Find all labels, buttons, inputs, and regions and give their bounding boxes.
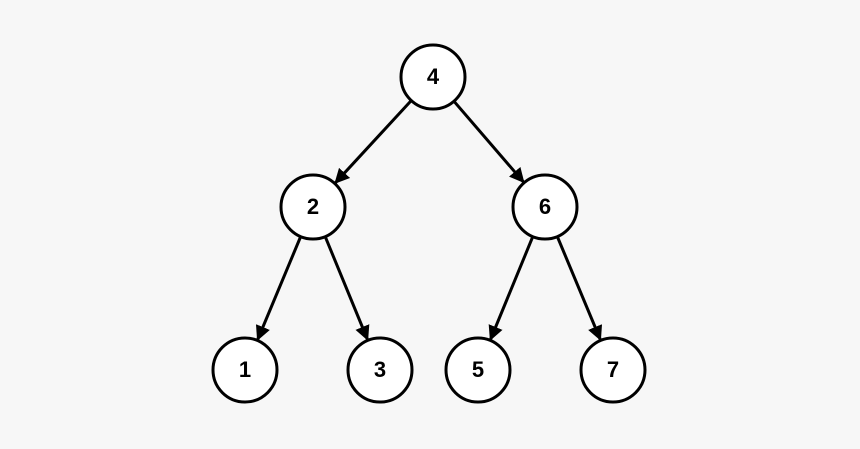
tree-node-2: 2: [279, 173, 347, 241]
edge-arrow-4-to-6: [452, 100, 525, 184]
node-label: 5: [472, 357, 484, 382]
tree-node-6: 6: [511, 173, 579, 241]
tree-node-7: 7: [579, 336, 647, 404]
node-circle: [399, 43, 467, 111]
edge-arrow-6-to-7: [555, 235, 603, 341]
edge-arrow-2-to-3: [323, 236, 370, 341]
edge-arrow-4-to-2: [334, 99, 413, 184]
node-circle: [279, 173, 347, 241]
node-label: 3: [374, 357, 386, 382]
node-circle: [579, 336, 647, 404]
tree-node-5: 5: [444, 336, 512, 404]
node-label: 4: [427, 64, 440, 89]
tree-node-1: 1: [211, 336, 279, 404]
nodes-layer: 4 2 6 1 3 5 7: [211, 43, 647, 404]
node-circle: [511, 173, 579, 241]
edge-arrow-2-to-1: [255, 235, 303, 341]
node-label: 7: [607, 357, 619, 382]
node-label: 2: [307, 194, 319, 219]
node-circle: [444, 336, 512, 404]
node-circle: [211, 336, 279, 404]
tree-node-4: 4: [399, 43, 467, 111]
edge-arrow-6-to-5: [488, 236, 535, 341]
node-label: 6: [539, 194, 551, 219]
node-circle: [346, 336, 414, 404]
edges-layer: [255, 99, 603, 341]
tree-node-3: 3: [346, 336, 414, 404]
node-label: 1: [239, 357, 251, 382]
